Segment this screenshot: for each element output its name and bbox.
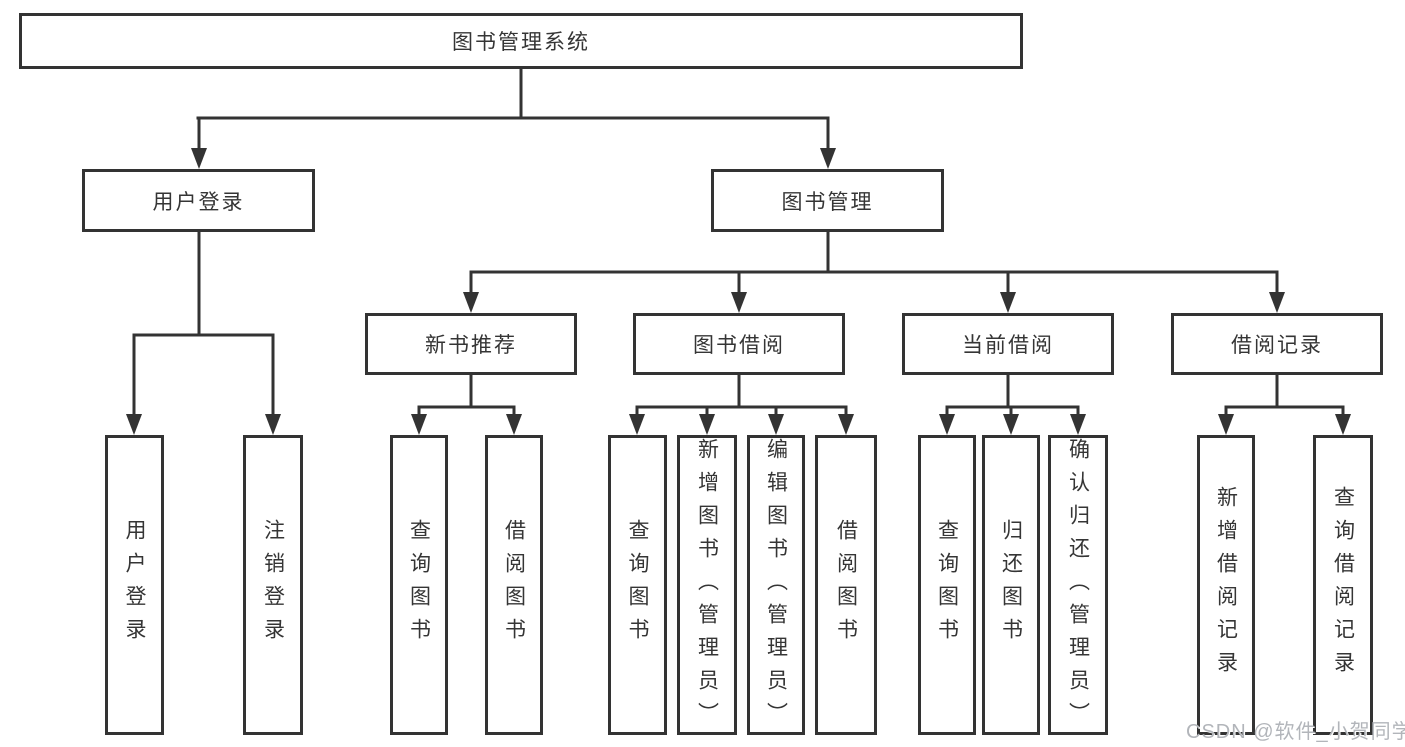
node-label: 确认归还（管理员） bbox=[1066, 438, 1090, 735]
arrowhead-icons bbox=[126, 148, 1351, 435]
node-label: 归还图书 bbox=[999, 519, 1023, 651]
node-library-system: 图书管理系统 bbox=[19, 13, 1023, 69]
node-current-borrowing: 当前借阅 bbox=[902, 313, 1114, 375]
node-label: 借阅图书 bbox=[502, 519, 526, 651]
node-label: 用户登录 bbox=[123, 519, 146, 651]
csdn-watermark: CSDN @软件_小贺同学 bbox=[1186, 721, 1405, 743]
node-label: 查询借阅记录 bbox=[1331, 486, 1355, 684]
node-new-book-recommend: 新书推荐 bbox=[365, 313, 577, 375]
node-leaf-add-book-admin: 新增图书（管理员） bbox=[677, 435, 737, 735]
node-borrow-records: 借阅记录 bbox=[1171, 313, 1383, 375]
node-leaf-user-login: 用户登录 bbox=[105, 435, 164, 735]
node-leaf-query-books-borrowing: 查询图书 bbox=[608, 435, 667, 735]
node-leaf-query-books-recommend: 查询图书 bbox=[390, 435, 448, 735]
node-label: 借阅图书 bbox=[834, 519, 858, 651]
node-leaf-query-borrow-record: 查询借阅记录 bbox=[1313, 435, 1373, 735]
node-leaf-borrow-books-2: 借阅图书 bbox=[815, 435, 877, 735]
node-label: 编辑图书（管理员） bbox=[764, 438, 788, 735]
node-leaf-edit-book-admin: 编辑图书（管理员） bbox=[747, 435, 805, 735]
node-book-borrowing: 图书借阅 bbox=[633, 313, 845, 375]
node-leaf-add-borrow-record: 新增借阅记录 bbox=[1197, 435, 1255, 735]
node-book-management: 图书管理 bbox=[711, 169, 944, 232]
node-label: 注销登录 bbox=[261, 519, 285, 651]
node-label: 查询图书 bbox=[626, 519, 649, 651]
node-label: 新增图书（管理员） bbox=[695, 438, 719, 735]
node-label: 新增借阅记录 bbox=[1214, 486, 1238, 684]
node-leaf-return-book: 归还图书 bbox=[982, 435, 1040, 735]
node-leaf-query-books-current: 查询图书 bbox=[918, 435, 976, 735]
node-user-login: 用户登录 bbox=[82, 169, 315, 232]
node-leaf-logout: 注销登录 bbox=[243, 435, 303, 735]
node-label: 查询图书 bbox=[935, 519, 959, 651]
node-label: 查询图书 bbox=[407, 519, 431, 651]
node-leaf-borrow-books-recommend: 借阅图书 bbox=[485, 435, 543, 735]
node-leaf-confirm-return-admin: 确认归还（管理员） bbox=[1048, 435, 1108, 735]
